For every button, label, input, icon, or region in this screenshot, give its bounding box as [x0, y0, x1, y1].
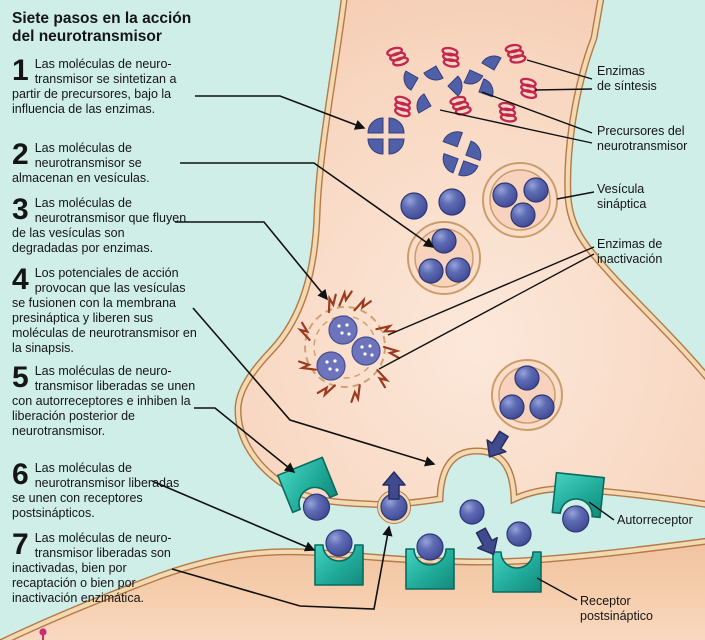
free-neurotransmitter	[400, 188, 466, 220]
step-7: 7 Las moléculas de neuro-transmisor libe…	[12, 528, 194, 606]
step-1-number: 1	[12, 54, 29, 87]
step-3-text: Las moléculas de neurotransmisor que flu…	[12, 196, 187, 255]
step-4-number: 4	[12, 263, 29, 296]
label-precursores: Precursores del neurotransmisor	[597, 124, 688, 153]
step-5: 5 Las moléculas de neuro-transmisor libe…	[12, 361, 200, 439]
marker-dot	[39, 628, 47, 640]
step-3: 3 Las moléculas de neurotransmisor que f…	[12, 193, 190, 256]
step-6: 6 Las moléculas de neurotransmisor liber…	[12, 458, 194, 521]
synaptic-vesicle	[482, 162, 558, 238]
step-3-number: 3	[12, 193, 29, 226]
step-4: 4 Los potenciales de acción provocan que…	[12, 263, 202, 356]
step-1: 1 Las moléculas de neuro-transmisor se s…	[12, 54, 194, 117]
step-5-number: 5	[12, 361, 29, 394]
postsynaptic-receptor	[405, 533, 455, 590]
diagram-title: Siete pasos en la acción del neurotransm…	[12, 10, 192, 45]
step-2-number: 2	[12, 138, 29, 171]
label-receptor-postsinaptico: Receptor postsináptico	[580, 594, 653, 623]
label-autorreceptor: Autorreceptor	[617, 513, 693, 527]
cleft-molecules	[459, 499, 532, 547]
autoreceptor-left	[276, 456, 339, 521]
label-vesicula-sinaptica: Vesícula sináptica	[597, 182, 647, 211]
step-6-number: 6	[12, 458, 29, 491]
synaptic-vesicle	[407, 221, 481, 295]
step-2-text: Las moléculas de neurotransmisor se alma…	[12, 141, 150, 185]
step-5-text: Las moléculas de neuro-transmisor libera…	[12, 364, 196, 438]
degraded-molecules	[316, 315, 381, 381]
label-enzimas-inactivacion: Enzimas de inactivación	[597, 237, 663, 266]
label-enzimas-sintesis: Enzimas de síntesis	[597, 64, 657, 93]
step-4-text: Los potenciales de acción provocan que l…	[12, 266, 197, 355]
autoreceptor-right	[551, 471, 606, 533]
postsynaptic-receptor	[314, 529, 364, 586]
label-pointer-lines	[378, 59, 615, 601]
degrading-vesicle	[295, 289, 401, 404]
step-arrows	[151, 95, 436, 610]
step-2: 2 Las moléculas de neurotransmisor se al…	[12, 138, 190, 186]
step-6-text: Las moléculas de neurotransmisor liberad…	[12, 461, 180, 520]
step-7-number: 7	[12, 528, 29, 561]
synaptic-vesicle	[491, 359, 563, 431]
step-1-text: Las moléculas de neuro-transmisor se sin…	[12, 57, 177, 116]
step-7-text: Las moléculas de neuro-transmisor libera…	[12, 531, 172, 605]
